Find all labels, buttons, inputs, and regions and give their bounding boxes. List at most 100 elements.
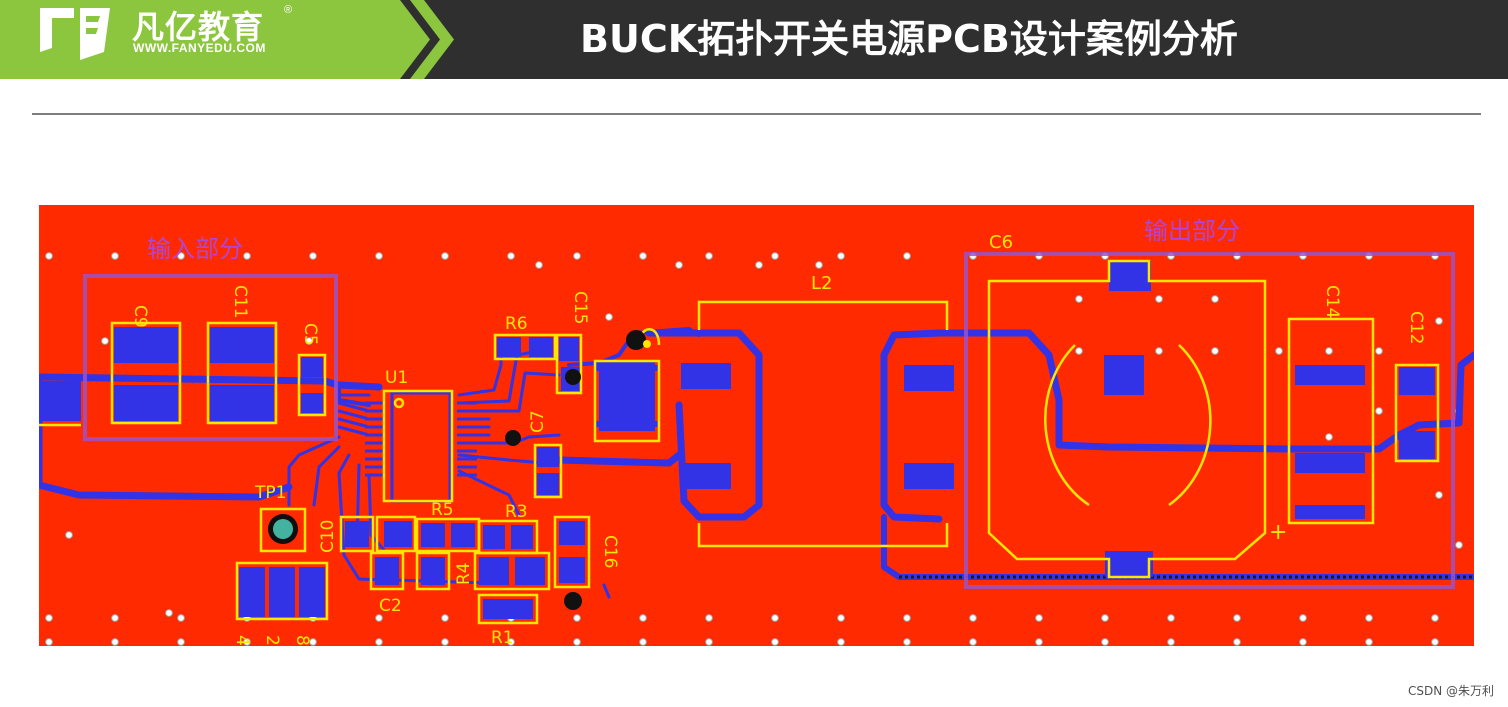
pin-2-label: 2	[262, 635, 282, 646]
logo-mark-icon	[40, 8, 110, 60]
c14-label: C14	[1322, 285, 1342, 319]
via	[639, 614, 647, 622]
via	[605, 313, 613, 321]
via	[375, 614, 383, 622]
via	[903, 638, 911, 646]
via	[1375, 347, 1383, 355]
via	[507, 638, 515, 646]
via	[1167, 614, 1175, 622]
via	[1101, 614, 1109, 622]
c11-label: C11	[230, 285, 250, 319]
via	[177, 252, 185, 260]
via	[45, 252, 53, 260]
via	[305, 337, 313, 345]
via	[1375, 407, 1383, 415]
via	[1435, 317, 1443, 325]
via	[1431, 638, 1439, 646]
u1-pins	[365, 401, 477, 477]
via	[755, 261, 763, 269]
via	[309, 252, 317, 260]
c7-label: C7	[528, 410, 548, 433]
region-boxes	[83, 252, 1455, 589]
c16-label: C16	[600, 535, 620, 569]
via	[969, 614, 977, 622]
brand-url: WWW.FANYEDU.COM	[133, 41, 266, 55]
copper-pads	[41, 261, 1435, 619]
via	[243, 638, 251, 646]
brand-name: 凡亿教育	[132, 8, 265, 46]
via	[903, 252, 911, 260]
via	[1233, 614, 1241, 622]
via	[507, 252, 515, 260]
via	[969, 638, 977, 646]
via	[177, 614, 185, 622]
via	[1455, 541, 1463, 549]
via	[1211, 347, 1219, 355]
copper-traces	[39, 327, 1474, 599]
r6-label: R6	[505, 314, 528, 334]
c6-label: C6	[989, 232, 1013, 253]
via	[815, 261, 823, 269]
via-grid	[45, 252, 1463, 646]
via	[1167, 638, 1175, 646]
via	[837, 614, 845, 622]
silkscreen-outlines	[39, 259, 1440, 625]
pin-8-label: 8	[292, 635, 312, 646]
via	[705, 638, 713, 646]
c12-label: C12	[1406, 311, 1426, 345]
via	[1325, 347, 1333, 355]
l2-label: L2	[811, 273, 832, 294]
via	[1325, 433, 1333, 441]
via	[573, 638, 581, 646]
via-highlight	[643, 340, 651, 348]
via	[1155, 347, 1163, 355]
via	[441, 638, 449, 646]
c10-label: C10	[318, 519, 338, 553]
input-region-label: 输入部分	[147, 235, 243, 263]
via	[375, 252, 383, 260]
csdn-watermark: CSDN @朱万利	[1407, 684, 1494, 698]
via	[1365, 638, 1373, 646]
header-bar: 凡亿教育 ® WWW.FANYEDU.COM BUCK拓扑开关电源PCB设计案例…	[0, 0, 1508, 79]
via	[111, 252, 119, 260]
via	[903, 614, 911, 622]
via	[705, 614, 713, 622]
via	[837, 638, 845, 646]
via	[177, 638, 185, 646]
via	[1431, 614, 1439, 622]
via	[309, 638, 317, 646]
via	[1101, 638, 1109, 646]
via	[1275, 347, 1283, 355]
via	[639, 252, 647, 260]
r4-label: R4	[454, 562, 474, 585]
via	[1211, 295, 1219, 303]
via	[675, 261, 683, 269]
c2-label: C2	[379, 596, 402, 616]
c15-label: C15	[570, 291, 590, 325]
r1-label: R1	[491, 628, 514, 646]
output-region-label: 输出部分	[1144, 217, 1240, 245]
via	[837, 252, 845, 260]
via	[1299, 614, 1307, 622]
via	[1075, 295, 1083, 303]
via	[45, 614, 53, 622]
via	[1035, 638, 1043, 646]
c9-label: C9	[130, 305, 150, 328]
via	[639, 638, 647, 646]
via	[1365, 614, 1373, 622]
output-region-box	[964, 252, 1455, 589]
via	[1075, 347, 1083, 355]
via	[375, 638, 383, 646]
via	[165, 609, 173, 617]
via	[111, 638, 119, 646]
via	[771, 638, 779, 646]
dark-vias	[505, 330, 646, 610]
pin-4-label: 4	[232, 635, 252, 646]
via	[111, 614, 119, 622]
via	[1155, 295, 1163, 303]
via	[573, 614, 581, 622]
title-divider	[32, 113, 1481, 115]
via	[101, 337, 109, 345]
via	[65, 531, 73, 539]
via	[771, 614, 779, 622]
